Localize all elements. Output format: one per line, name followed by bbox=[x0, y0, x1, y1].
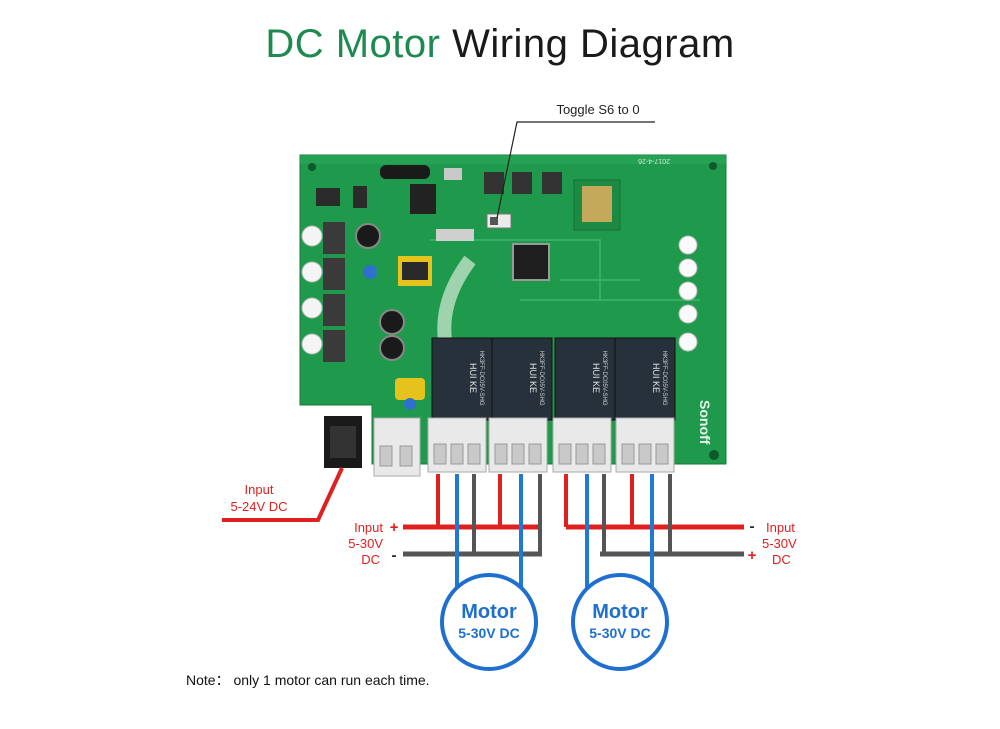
title-rest: Wiring Diagram bbox=[452, 22, 735, 66]
left-supply-minus: - bbox=[392, 547, 397, 564]
relay-4-brand: HUI KE bbox=[651, 363, 661, 393]
note-text: Note： only 1 motor can run each time. bbox=[186, 672, 430, 688]
diagram-title: DC Motor Wiring Diagram bbox=[0, 22, 1000, 67]
right-supply-labels: - Input 5-30V + DC bbox=[748, 518, 797, 567]
pcb-board: 2017-4-26 Sonoff HUI KE HUI KE HUI KE HU… bbox=[299, 154, 727, 477]
left-supply-line1: Input bbox=[354, 520, 383, 535]
left-supply-line2: 5-30V bbox=[348, 536, 383, 551]
right-supply-line1: Input bbox=[766, 520, 795, 535]
right-supply-minus: - bbox=[750, 518, 755, 535]
relay-2-brand: HUI KE bbox=[528, 363, 538, 393]
relay-1-model: HK3FF-DC05V-SHG bbox=[478, 350, 484, 405]
power-input-label-1: Input bbox=[245, 482, 274, 497]
relay-4-model: HK3FF-DC05V-SHG bbox=[661, 350, 667, 405]
power-input-label-2: 5-24V DC bbox=[230, 499, 287, 514]
left-supply-labels: Input + 5-30V DC - bbox=[348, 519, 398, 567]
relay-1-brand: HUI KE bbox=[468, 363, 478, 393]
relay-2-model: HK3FF-DC05V-SHG bbox=[538, 350, 544, 405]
motor-1-title: Motor bbox=[461, 601, 517, 623]
right-supply-plus: + bbox=[748, 547, 757, 564]
board-brand: Sonoff bbox=[697, 400, 713, 445]
screw-terminals bbox=[373, 417, 675, 477]
relay-3-brand: HUI KE bbox=[591, 363, 601, 393]
title-accent: DC Motor bbox=[265, 22, 441, 66]
supply-wires bbox=[403, 474, 744, 557]
motor-1: Motor 5-30V DC bbox=[440, 573, 538, 671]
right-supply-line2: 5-30V bbox=[762, 536, 797, 551]
relays: HUI KE HUI KE HUI KE HUI KE HK3FF-DC05V-… bbox=[431, 337, 676, 421]
right-supply-line3: DC bbox=[772, 552, 791, 567]
relay-3-model: HK3FF-DC05V-SHG bbox=[601, 350, 607, 405]
motor-1-spec: 5-30V DC bbox=[458, 625, 519, 641]
motor-2-spec: 5-30V DC bbox=[589, 625, 650, 641]
toggle-callout-label: Toggle S6 to 0 bbox=[556, 102, 639, 117]
left-supply-plus: + bbox=[390, 519, 399, 536]
motor-2-title: Motor bbox=[592, 601, 648, 623]
power-input-wire: Input 5-24V DC bbox=[222, 467, 344, 522]
left-supply-line3: DC bbox=[361, 552, 380, 567]
push-buttons bbox=[301, 222, 345, 362]
motor-2: Motor 5-30V DC bbox=[571, 573, 669, 671]
toggle-callout: Toggle S6 to 0 bbox=[496, 102, 655, 219]
silk-date: 2017-4-26 bbox=[638, 157, 670, 164]
